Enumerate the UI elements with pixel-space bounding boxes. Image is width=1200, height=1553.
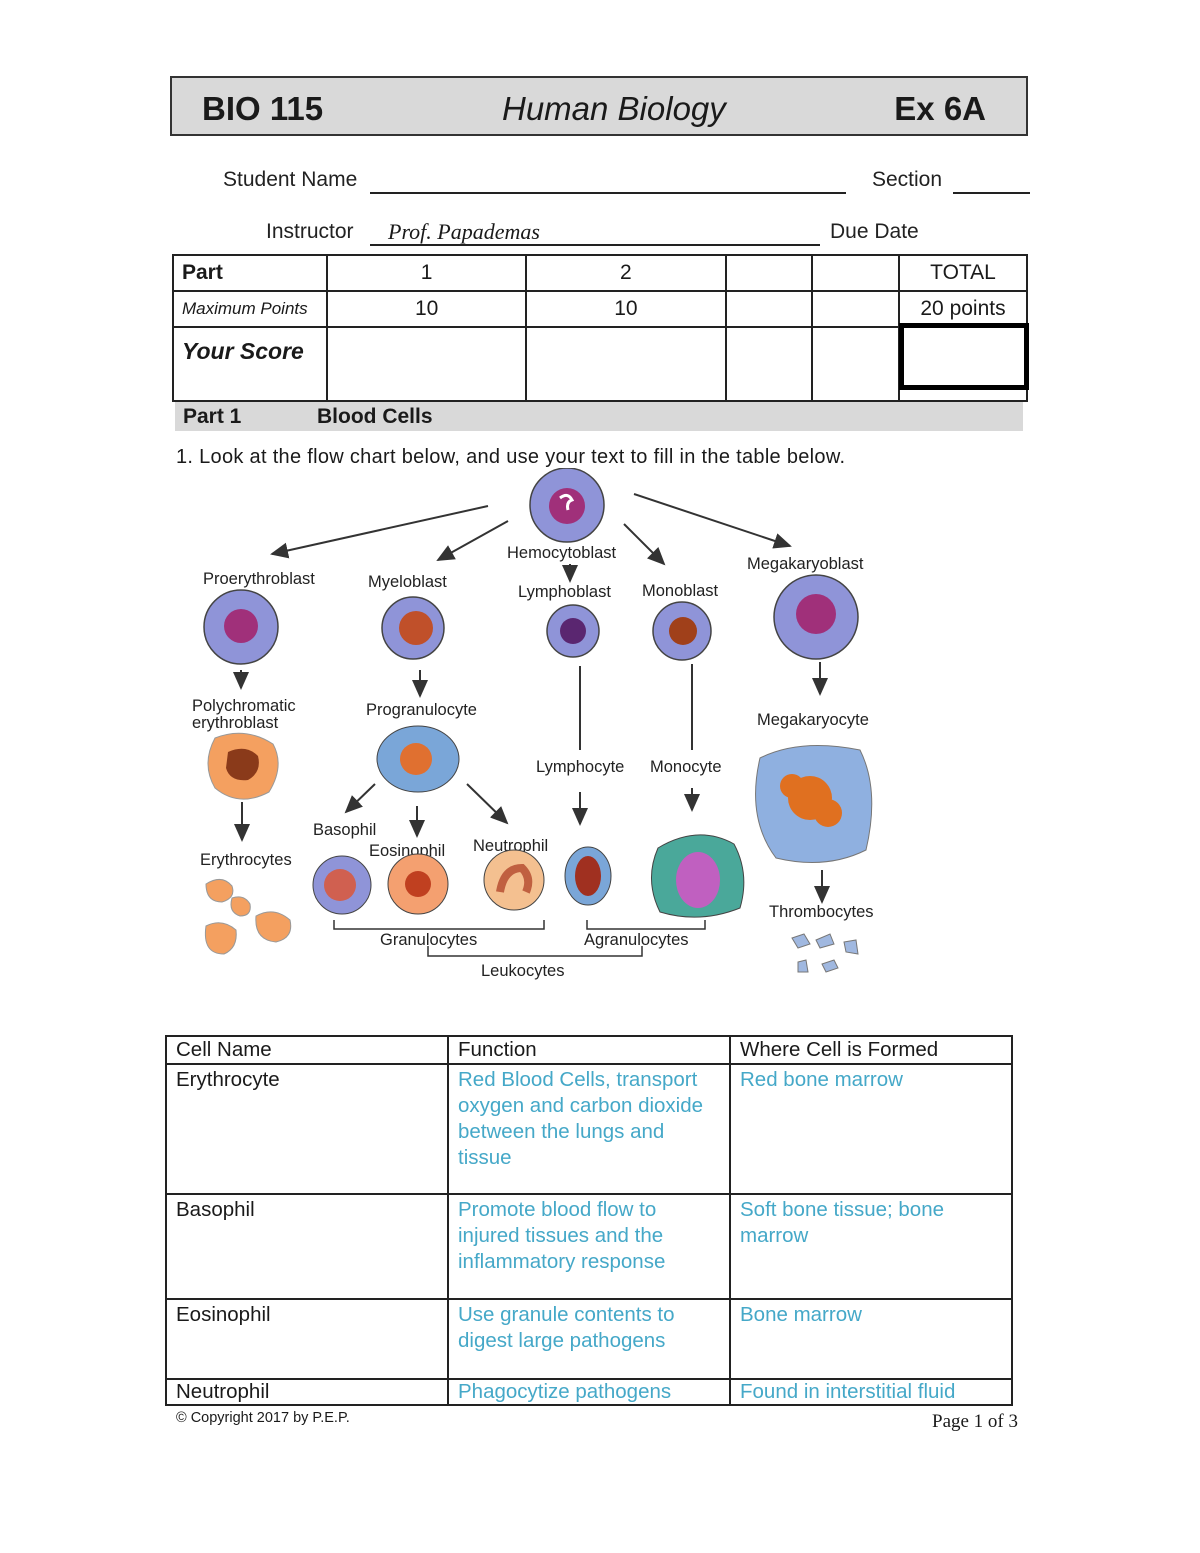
instructor-value: Prof. Papademas: [388, 219, 540, 245]
column-header-where-formed: Where Cell is Formed: [730, 1036, 1012, 1064]
course-subject: Human Biology: [502, 90, 726, 128]
student-name-field[interactable]: [370, 192, 846, 194]
part-number-heading: Part 1: [183, 405, 241, 429]
max-points-cell: 10: [327, 291, 526, 327]
label-erythrocytes: Erythrocytes: [200, 851, 292, 869]
label-hemocytoblast: Hemocytoblast: [507, 544, 617, 562]
section-field[interactable]: [953, 192, 1030, 194]
eosinophil-cell: [388, 854, 448, 914]
label-monoblast: Monoblast: [642, 582, 719, 600]
score-input-cell[interactable]: [812, 327, 899, 401]
part-number: 2: [526, 255, 725, 291]
section-label: Section: [872, 168, 942, 192]
max-points-label: Maximum Points: [173, 291, 327, 327]
lymphoblast-cell: [547, 605, 599, 657]
label-monocyte: Monocyte: [650, 758, 722, 776]
label-basophil: Basophil: [313, 821, 376, 839]
blood-cell-flow-chart: Hemocytoblast Proerythroblast Myeloblast…: [180, 468, 900, 988]
cell-function: Promote blood flow to injured tissues an…: [448, 1194, 730, 1299]
page-number: Page 1 of 3: [932, 1411, 1018, 1433]
total-header: TOTAL: [899, 255, 1027, 291]
cell-function: Use granule contents to digest large pat…: [448, 1299, 730, 1379]
progranulocyte-cell: [377, 726, 459, 792]
proerythroblast-cell: [204, 590, 278, 664]
copyright-notice: © Copyright 2017 by P.E.P.: [176, 1410, 350, 1426]
max-total-cell: 20 points: [899, 291, 1027, 327]
cell-function-table: Cell Name Function Where Cell is Formed …: [165, 1035, 1013, 1406]
max-points-cell: [726, 291, 813, 327]
max-points-cell: 10: [526, 291, 725, 327]
instructor-field-line: [370, 244, 820, 246]
cell-formed: Bone marrow: [730, 1299, 1012, 1379]
label-lymphocyte: Lymphocyte: [536, 758, 624, 776]
cell-name: Eosinophil: [166, 1299, 448, 1379]
cell-formed: Found in interstitial fluid: [730, 1379, 1012, 1405]
score-input-cell[interactable]: [726, 327, 813, 401]
course-code: BIO 115: [202, 90, 323, 128]
label-lymphoblast: Lymphoblast: [518, 583, 611, 601]
label-megakaryoblast: Megakaryoblast: [747, 555, 864, 573]
monoblast-cell: [653, 602, 711, 660]
score-input-cell[interactable]: [526, 327, 725, 401]
label-agranulocytes: Agranulocytes: [584, 931, 689, 949]
megakaryoblast-cell: [774, 575, 858, 659]
cell-function: Red Blood Cells, transport oxygen and ca…: [448, 1064, 730, 1194]
cell-function: Phagocytize pathogens: [448, 1379, 730, 1405]
label-progranulocyte: Progranulocyte: [366, 701, 477, 719]
column-header-cell-name: Cell Name: [166, 1036, 448, 1064]
part-section-header: Part 1 Blood Cells: [175, 402, 1023, 431]
label-proerythroblast: Proerythroblast: [203, 570, 315, 588]
score-input-cell[interactable]: [327, 327, 526, 401]
table-row: Eosinophil Use granule contents to diges…: [166, 1299, 1012, 1379]
megakaryocyte-cell: [756, 746, 872, 863]
document-header: BIO 115 Human Biology Ex 6A: [170, 76, 1028, 136]
table-row: Neutrophil Phagocytize pathogens Found i…: [166, 1379, 1012, 1405]
due-date-label: Due Date: [830, 220, 919, 244]
erythrocytes-cells: [205, 879, 290, 954]
your-score-label: Your Score: [173, 327, 327, 401]
table-row: Erythrocyte Red Blood Cells, transport o…: [166, 1064, 1012, 1194]
label-polychromatic: Polychromatic: [192, 697, 296, 715]
label-megakaryocyte: Megakaryocyte: [757, 711, 869, 729]
part-header-label: Part: [173, 255, 327, 291]
total-score-box: [899, 323, 1029, 390]
basophil-cell: [313, 856, 371, 914]
label-erythroblast: erythroblast: [192, 714, 279, 732]
label-thrombocytes: Thrombocytes: [769, 903, 874, 921]
label-granulocytes: Granulocytes: [380, 931, 477, 949]
monocyte-cell: [651, 835, 743, 917]
part-number: [726, 255, 813, 291]
cell-formed: Red bone marrow: [730, 1064, 1012, 1194]
myeloblast-cell: [382, 597, 444, 659]
table-row: Basophil Promote blood flow to injured t…: [166, 1194, 1012, 1299]
polychromatic-erythroblast-cell: [208, 733, 278, 799]
part-number: 1: [327, 255, 526, 291]
thrombocytes-cells: [792, 934, 858, 972]
cell-formed: Soft bone tissue; bone marrow: [730, 1194, 1012, 1299]
cell-name: Neutrophil: [166, 1379, 448, 1405]
label-myeloblast: Myeloblast: [368, 573, 447, 591]
part-title: Blood Cells: [317, 405, 433, 429]
instructor-label: Instructor: [266, 220, 354, 244]
hemocytoblast-cell: [530, 468, 604, 542]
cell-name: Erythrocyte: [166, 1064, 448, 1194]
question-text: 1. Look at the flow chart below, and use…: [176, 446, 845, 469]
cell-name: Basophil: [166, 1194, 448, 1299]
column-header-function: Function: [448, 1036, 730, 1064]
student-name-label: Student Name: [223, 168, 357, 192]
exercise-number: Ex 6A: [894, 90, 986, 128]
part-number: [812, 255, 899, 291]
max-points-cell: [812, 291, 899, 327]
neutrophil-cell: [484, 850, 544, 910]
lymphocyte-cell: [565, 847, 611, 905]
label-leukocytes: Leukocytes: [481, 962, 564, 980]
